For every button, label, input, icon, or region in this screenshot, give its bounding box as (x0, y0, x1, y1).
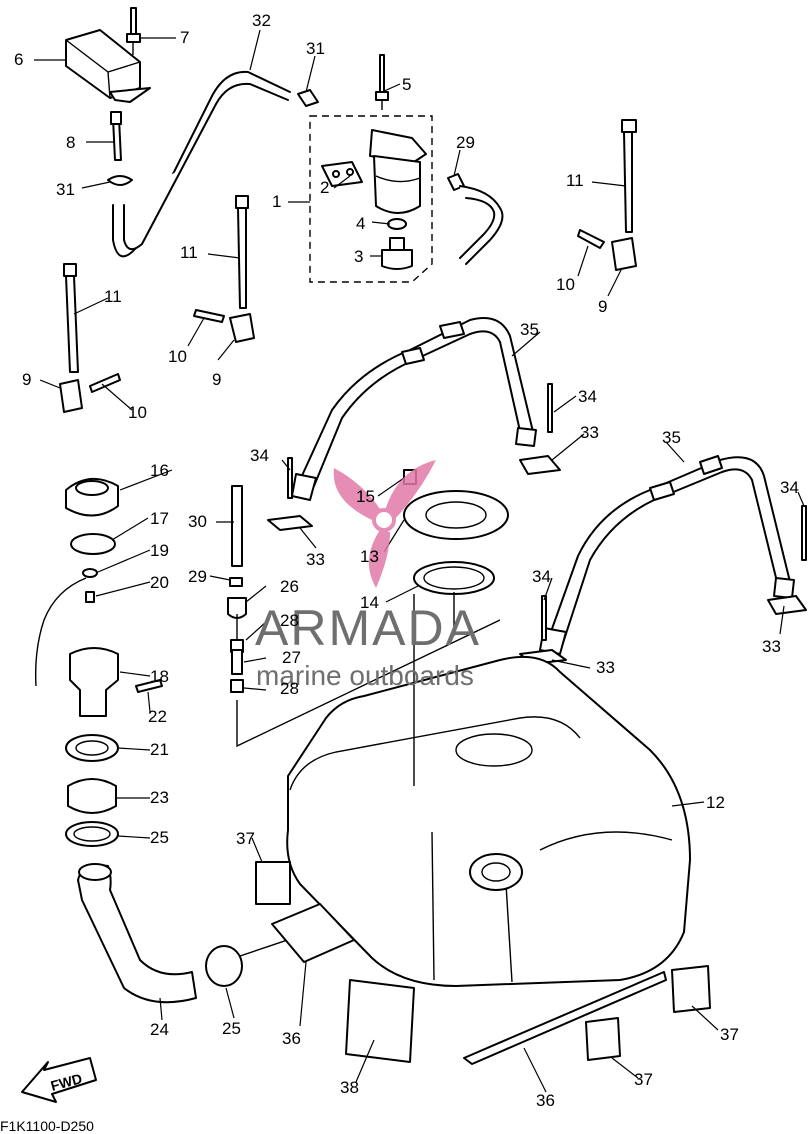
callout-4: 4 (356, 214, 365, 233)
drain-cup-part (381, 237, 413, 270)
callout-10-right: 10 (556, 275, 575, 294)
cover-part (65, 29, 151, 103)
watermark-tagline: marine outboards (256, 660, 474, 691)
hose-part (447, 173, 504, 265)
callout-19: 19 (150, 541, 169, 560)
callout-10-left: 10 (128, 403, 147, 422)
armada-watermark: ARMADA marine outboards (255, 460, 481, 691)
callout-23: 23 (150, 788, 169, 807)
callout-26: 26 (280, 577, 299, 596)
tank-strap-part (539, 455, 795, 655)
callout-9-left: 9 (22, 370, 31, 389)
callout-33-middle: 33 (596, 658, 615, 677)
forward-direction-label: FWD (49, 1070, 84, 1094)
callout-11-middle: 11 (180, 243, 198, 262)
tank-strap-part (291, 317, 537, 501)
leader-lines (34, 29, 805, 1093)
callout-37-right: 37 (720, 1025, 739, 1044)
callout-11-right: 11 (566, 171, 584, 190)
vent-hose-part (227, 485, 501, 748)
callout-24: 24 (150, 1020, 169, 1039)
tank-pads-part (255, 861, 711, 1065)
callout-34-top: 34 (578, 387, 597, 406)
drawing-code: F1K1100-D250 (0, 1118, 94, 1134)
callout-37-left: 37 (236, 829, 255, 848)
callout-38: 38 (340, 1078, 359, 1097)
callout-28-top: 28 (280, 611, 299, 630)
callout-35-top: 35 (520, 320, 539, 339)
callout-16: 16 (150, 461, 169, 480)
callout-14: 14 (360, 593, 379, 612)
forward-direction-arrow: FWD (21, 1057, 97, 1103)
callout-36-left: 36 (282, 1029, 301, 1048)
watermark-brand: ARMADA (255, 600, 481, 656)
callout-7: 7 (180, 28, 189, 47)
callout-33-left: 33 (306, 550, 325, 569)
fuel-tank-part (286, 592, 691, 987)
callout-8: 8 (66, 133, 75, 152)
callout-13: 13 (360, 547, 379, 566)
callout-22: 22 (148, 707, 167, 726)
callout-20: 20 (150, 573, 169, 592)
callout-5: 5 (402, 75, 411, 94)
fuel-filter-part (321, 129, 427, 214)
bolt-part (375, 54, 389, 110)
fuel-filter-assembly-box (309, 115, 433, 283)
callout-3: 3 (354, 247, 363, 266)
callout-9-middle: 9 (212, 370, 221, 389)
callout-29-top: 29 (456, 133, 475, 152)
callout-21: 21 (150, 740, 169, 759)
callout-28-bottom: 28 (280, 679, 299, 698)
callout-33-top: 33 (580, 423, 599, 442)
filler-cap-part (35, 478, 163, 717)
callout-11-left: 11 (104, 287, 122, 306)
bolt-part (126, 7, 141, 55)
band-part (110, 111, 122, 161)
callout-31-top: 31 (306, 39, 325, 58)
fuel-gauge-flange-part (403, 469, 509, 595)
callout-15: 15 (356, 487, 375, 506)
callout-30: 30 (188, 512, 207, 531)
o-ring-part (387, 218, 407, 230)
callout-labels: 1 2 3 4 5 6 7 8 9 9 9 10 10 10 11 11 11 … (14, 11, 799, 1110)
cable-tie-part (193, 195, 255, 343)
callout-36-bottom: 36 (536, 1091, 555, 1110)
callout-2: 2 (320, 178, 329, 197)
callout-35-right: 35 (662, 428, 681, 447)
callout-27: 27 (282, 648, 301, 667)
pad-part (255, 861, 291, 905)
hose-part (112, 70, 291, 258)
callout-33-right: 33 (762, 637, 781, 656)
callout-12: 12 (706, 793, 725, 812)
callout-34-left: 34 (250, 446, 269, 465)
callout-17: 17 (150, 509, 169, 528)
callout-18: 18 (150, 667, 169, 686)
hose-clamp-part (205, 945, 243, 987)
callout-1: 1 (272, 192, 281, 211)
filler-fittings-part (65, 734, 119, 847)
callout-32: 32 (252, 11, 271, 30)
callout-9-right: 9 (598, 297, 607, 316)
cable-tie-part (59, 263, 121, 413)
callout-29-left: 29 (188, 567, 207, 586)
callout-25-bottom: 25 (222, 1019, 241, 1038)
callout-34-right: 34 (780, 478, 799, 497)
callout-34-middle: 34 (532, 567, 551, 586)
callout-25-top: 25 (150, 828, 169, 847)
callout-31-left: 31 (56, 180, 75, 199)
armada-propeller-logo (333, 460, 436, 588)
callout-37-bottom: 37 (634, 1070, 653, 1089)
parts-drawing (35, 7, 807, 1065)
callout-10-middle: 10 (168, 347, 187, 366)
cable-tie-part (577, 119, 637, 271)
filler-hose-part (77, 864, 197, 1004)
callout-6: 6 (14, 50, 23, 69)
